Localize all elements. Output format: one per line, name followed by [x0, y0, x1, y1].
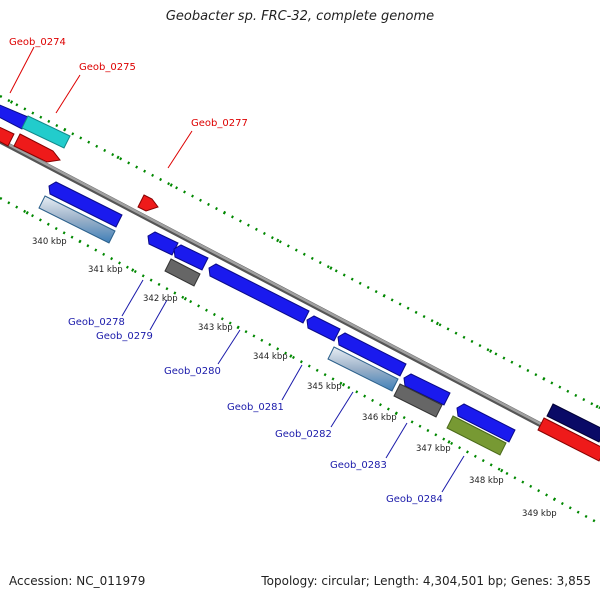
gene-geob-0279-blue[interactable]: [173, 244, 209, 271]
gene-geob-0280[interactable]: [208, 263, 310, 324]
leader-geob-0274: [9, 46, 35, 94]
kbp-label-349: 349 kbp: [522, 509, 557, 519]
label-leader-lines: [9, 46, 465, 493]
gene-forward-red-2[interactable]: [537, 417, 600, 462]
gene-reverse-blue-1[interactable]: [48, 181, 123, 228]
outer-major-ticks: [0, 94, 600, 410]
label-geob-0279[interactable]: Geob_0279: [96, 331, 153, 342]
label-geob-0284[interactable]: Geob_0284: [386, 494, 443, 505]
label-geob-0283[interactable]: Geob_0283: [330, 460, 387, 471]
gene-labels: Geob_0274 Geob_0275 Geob_0277 Geob_0278 …: [9, 37, 443, 505]
gene-geob-0275[interactable]: [21, 115, 71, 149]
kbp-label-341: 341 kbp: [88, 265, 123, 275]
genome-title: Geobacter sp. FRC-32, complete genome: [165, 9, 435, 24]
gene-geob-0282[interactable]: [327, 346, 399, 392]
label-geob-0274[interactable]: Geob_0274: [9, 37, 66, 48]
leader-geob-0283: [385, 422, 408, 459]
leader-geob-0284: [441, 455, 465, 493]
kbp-label-342: 342 kbp: [143, 294, 178, 304]
gene-forward-blue-1[interactable]: [0, 103, 29, 130]
gene-reverse-blue-2[interactable]: [403, 373, 451, 406]
leader-geob-0279: [149, 299, 168, 331]
kbp-label-344: 344 kbp: [253, 352, 288, 362]
gene-geob-0283[interactable]: [393, 383, 443, 418]
label-geob-0280[interactable]: Geob_0280: [164, 366, 221, 377]
kbp-label-348: 348 kbp: [469, 476, 504, 486]
kbp-label-345: 345 kbp: [307, 382, 342, 392]
gene-reverse-blue-3[interactable]: [456, 403, 516, 443]
gene-forward-navy[interactable]: [546, 403, 600, 443]
topology-text: Topology: circular; Length: 4,304,501 bp…: [261, 574, 591, 588]
label-geob-0282[interactable]: Geob_0282: [275, 429, 332, 440]
kbp-label-347: 347 kbp: [416, 444, 451, 454]
outer-tick-ruler: [0, 94, 600, 410]
gene-geob-0281[interactable]: [337, 332, 407, 377]
label-geob-0281[interactable]: Geob_0281: [227, 402, 284, 413]
leader-geob-0277: [167, 130, 193, 169]
kbp-label-343: 343 kbp: [198, 323, 233, 333]
leader-geob-0282: [330, 391, 354, 428]
kbp-label-346: 346 kbp: [362, 413, 397, 423]
label-geob-0275[interactable]: Geob_0275: [79, 62, 136, 73]
inner-major-ticks: [0, 196, 600, 526]
gene-forward-red-1[interactable]: [0, 125, 15, 147]
gene-geob-0278[interactable]: [147, 231, 179, 256]
forward-strand-genes: [0, 103, 600, 462]
label-geob-0277[interactable]: Geob_0277: [191, 118, 248, 129]
gene-geob-0279-gray[interactable]: [164, 258, 201, 287]
reverse-strand-genes: [38, 181, 516, 456]
kbp-labels: 340 kbp 341 kbp 342 kbp 343 kbp 344 kbp …: [32, 237, 557, 519]
inner-tick-ruler: [0, 196, 600, 526]
gene-geob-0284[interactable]: [446, 415, 507, 456]
gene-geob-0276[interactable]: [13, 133, 61, 163]
accession-text: Accession: NC_011979: [9, 574, 146, 588]
leader-geob-0280: [217, 329, 241, 365]
leader-geob-0275: [55, 74, 81, 114]
backbone-line: [0, 138, 600, 457]
leader-geob-0278: [121, 279, 144, 317]
label-geob-0278[interactable]: Geob_0278: [68, 317, 125, 328]
gene-geob-0281-small[interactable]: [306, 315, 341, 342]
leader-geob-0281: [281, 364, 303, 401]
gene-geob-0277[interactable]: [137, 194, 159, 212]
kbp-label-340: 340 kbp: [32, 237, 67, 247]
gene-reverse-lightblue-1[interactable]: [38, 195, 116, 244]
genome-backbone: [0, 138, 600, 459]
